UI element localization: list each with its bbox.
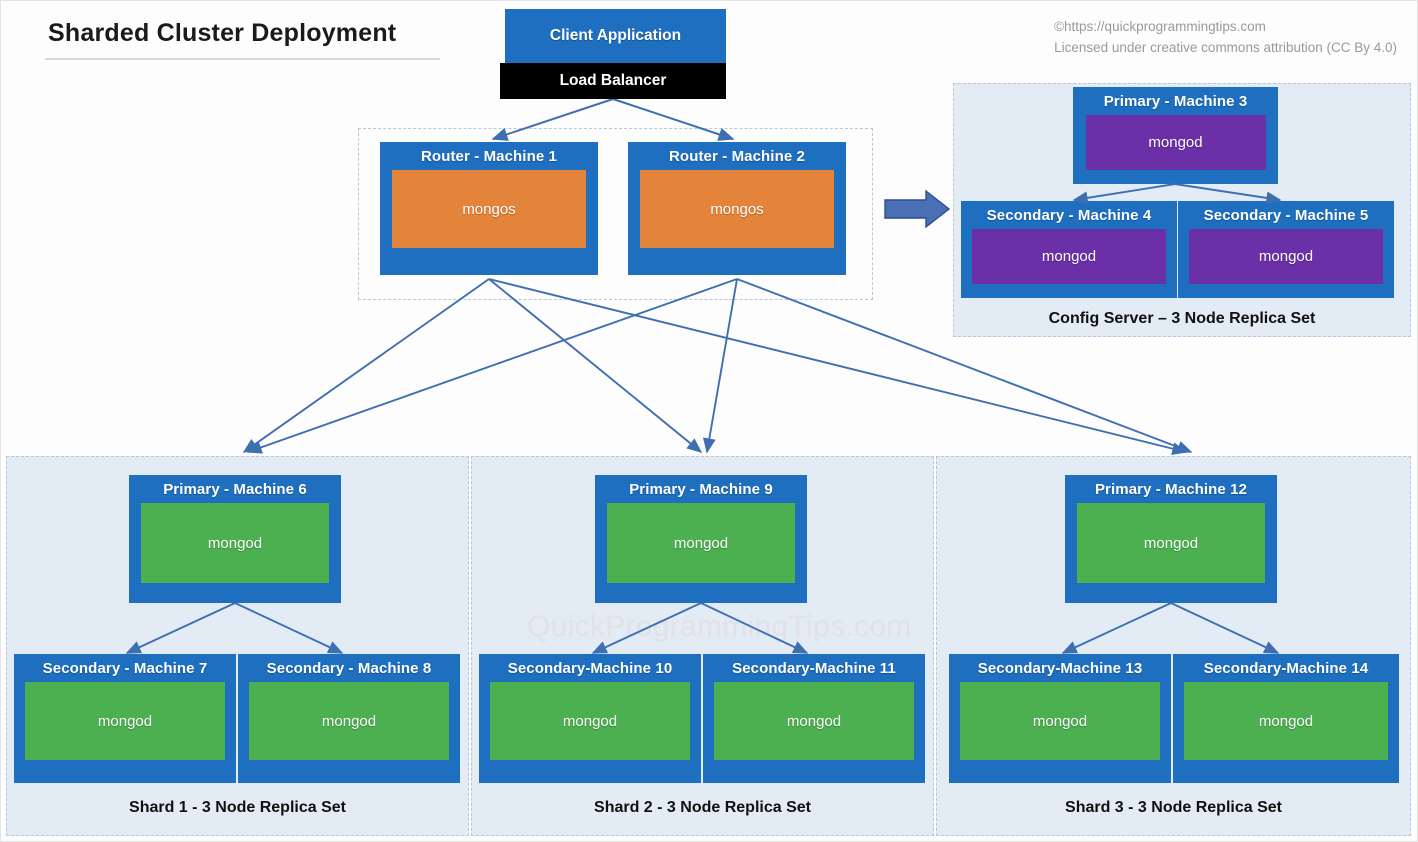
config-secondary-machine-4-process[interactable]: mongod xyxy=(972,229,1166,284)
shard1-secondary-machine-8-node[interactable]: Secondary - Machine 8 mongod xyxy=(238,654,460,783)
config-server-caption: Config Server – 3 Node Replica Set xyxy=(1048,310,1316,327)
credit-license: Licensed under creative commons attribut… xyxy=(1054,39,1397,55)
config-primary-process[interactable]: mongod xyxy=(1085,115,1266,170)
shard1-caption: Shard 1 - 3 Node Replica Set xyxy=(129,799,346,816)
shard2-primary-machine-9-node[interactable]: Primary - Machine 9 mongod xyxy=(595,475,807,603)
shard1-secondary-machine-7-process[interactable]: mongod xyxy=(25,682,225,760)
router-machine-2-node[interactable]: Router - Machine 2 mongos xyxy=(628,142,846,275)
load-balancer-node[interactable]: Load Balancer xyxy=(500,63,726,99)
shard3-primary-title: Primary - Machine 12 xyxy=(1094,481,1248,498)
page-title: Sharded Cluster Deployment xyxy=(48,19,397,47)
shard3-primary-machine-12-node[interactable]: Primary - Machine 12 mongod xyxy=(1065,475,1277,603)
config-primary-machine-3-node[interactable]: Primary - Machine 3 mongod xyxy=(1073,87,1278,184)
shard2-primary-title: Primary - Machine 9 xyxy=(629,481,773,498)
shard2-primary-process[interactable]: mongod xyxy=(607,503,795,583)
shard2-secondary-machine-10-node[interactable]: Secondary-Machine 10 mongod xyxy=(479,654,701,783)
shard3-caption: Shard 3 - 3 Node Replica Set xyxy=(1065,799,1282,816)
shard1-secondary-machine-7-title: Secondary - Machine 7 xyxy=(42,660,208,677)
title-underline xyxy=(45,58,440,60)
config-secondary-machine-5-title: Secondary - Machine 5 xyxy=(1203,207,1369,224)
shard1-primary-process[interactable]: mongod xyxy=(141,503,329,583)
shard3-primary-process[interactable]: mongod xyxy=(1077,503,1265,583)
client-application-node[interactable]: Client Application xyxy=(505,9,726,63)
shard1-secondary-machine-8-process[interactable]: mongod xyxy=(249,682,449,760)
credit-url: ©https://quickprogrammingtips.com xyxy=(1054,19,1266,34)
shard2-secondary-machine-11-process[interactable]: mongod xyxy=(714,682,914,760)
shard3-secondary-machine-13-process[interactable]: mongod xyxy=(960,682,1160,760)
router-machine-1-process[interactable]: mongos xyxy=(392,170,586,248)
shard1-primary-title: Primary - Machine 6 xyxy=(163,481,307,498)
shard2-secondary-machine-10-process[interactable]: mongod xyxy=(490,682,690,760)
credit-block: ©https://quickprogrammingtips.com Licens… xyxy=(1054,17,1397,59)
config-primary-title: Primary - Machine 3 xyxy=(1103,93,1248,110)
shard2-secondary-machine-11-node[interactable]: Secondary-Machine 11 mongod xyxy=(703,654,925,783)
config-secondary-machine-5-process[interactable]: mongod xyxy=(1189,229,1383,284)
shard3-secondary-machine-14-title: Secondary-Machine 14 xyxy=(1203,660,1369,677)
shard2-secondary-machine-11-title: Secondary-Machine 11 xyxy=(732,660,896,677)
config-secondary-machine-4-title: Secondary - Machine 4 xyxy=(986,207,1152,224)
shard3-secondary-machine-14-node[interactable]: Secondary-Machine 14 mongod xyxy=(1173,654,1399,783)
block-arrow-routers-to-config xyxy=(884,189,951,229)
shard3-secondary-machine-13-title: Secondary-Machine 13 xyxy=(977,660,1143,677)
shard2-secondary-machine-10-title: Secondary-Machine 10 xyxy=(507,660,673,677)
router-machine-2-title: Router - Machine 2 xyxy=(669,148,805,165)
shard3-secondary-machine-13-node[interactable]: Secondary-Machine 13 mongod xyxy=(949,654,1171,783)
shard2-caption: Shard 2 - 3 Node Replica Set xyxy=(594,799,811,816)
config-secondary-machine-5-node[interactable]: Secondary - Machine 5 mongod xyxy=(1178,201,1394,298)
router-machine-1-title: Router - Machine 1 xyxy=(421,148,557,165)
shard3-secondary-machine-14-process[interactable]: mongod xyxy=(1184,682,1388,760)
shard1-secondary-machine-8-title: Secondary - Machine 8 xyxy=(266,660,432,677)
shard1-primary-machine-6-node[interactable]: Primary - Machine 6 mongod xyxy=(129,475,341,603)
router-machine-1-node[interactable]: Router - Machine 1 mongos xyxy=(380,142,598,275)
shard1-secondary-machine-7-node[interactable]: Secondary - Machine 7 mongod xyxy=(14,654,236,783)
router-machine-2-process[interactable]: mongos xyxy=(640,170,834,248)
config-secondary-machine-4-node[interactable]: Secondary - Machine 4 mongod xyxy=(961,201,1177,298)
